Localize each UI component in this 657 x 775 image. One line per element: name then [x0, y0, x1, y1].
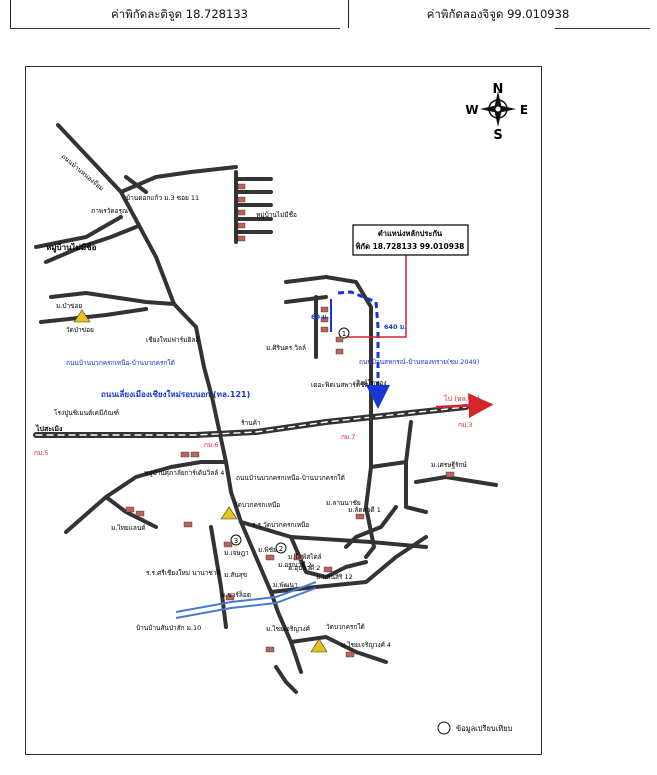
label-m-sansuk: ม.สันสุข [224, 571, 247, 579]
label-ring-road: ถนนเลี่ยงเมืองเชียงใหม่รอบนอก (ทล.121) [101, 388, 250, 399]
distance-labels: 60 ม. 640 ม. [311, 313, 407, 331]
label-km5: กม.5 [34, 449, 48, 457]
label-to-right: ไป (ทล.11) [443, 394, 480, 403]
label-wat-pajaw: วัดป่าข่อย [66, 326, 94, 334]
label-m-land2: ม.ไลฟ์สไตล์ [288, 553, 322, 561]
callout-box: ตำแหน่งหลักประกัน พิกัด 18.728133 99.010… [352, 224, 469, 256]
label-village-top: บ้านดอกแก้ว ม.3 ซอย 11 [126, 194, 199, 202]
callout-coords: พิกัด 18.728133 99.010938 [356, 242, 465, 251]
label-m-pichai: ม.พิชัย [258, 546, 277, 554]
label-school-left: โรงปูนชิเมนต์เคมีภัณฑ์ [54, 409, 119, 417]
label-temple-right: สิงห์โตทอง [356, 379, 387, 387]
place-labels: บ้านดอกแก้ว ม.3 ซอย 11 ภาพรวัดอรุณ หมู่บ… [46, 194, 467, 649]
label-mu-no-name: หมู่บ้านไม่มีชื่อ [256, 210, 297, 219]
canal [175, 581, 317, 619]
label-road-mid: ถนนบ้านบวกครกเหนือ-บ้านบวกครกใต้ [236, 474, 345, 482]
label-m-arun: ม.อรุณวดี 2 [278, 561, 312, 569]
label-cm-hills: เชียงใหม่ฟาร์มฮิลล์ [146, 336, 199, 344]
compass-s-label: S [493, 128, 502, 143]
label-m-surin: ม.แสนสิริ 12 [316, 573, 353, 581]
compass-w-label: W [465, 103, 478, 117]
map-frame: N S E W ตำแหน่งหลักประกัน พิกัด 18.72813… [25, 66, 542, 755]
legend: ข้อมูลเปรียบเทียบ [437, 721, 513, 735]
label-pa-jaw: ม.ป่าข่อย [56, 302, 82, 310]
label-d60: 60 ม. [311, 313, 329, 321]
marker-1: 1 [338, 327, 350, 339]
house-icons [125, 183, 455, 658]
label-m-land: ม.ลัดดาดี 1 [348, 506, 381, 514]
label-sirinnakorn: ม.ศิรินคร วิลล์ [266, 344, 306, 352]
svg-text:2: 2 [279, 545, 283, 553]
label-school-bawkkrok: ร.ร.วัดบวกครกเหนือ [252, 521, 309, 529]
callout-title: ตำแหน่งหลักประกัน [378, 229, 443, 238]
label-mu-suphar: หมู่บ้านศุภาลัยการ์เด้นวิลล์ 4 [144, 469, 224, 477]
label-m-chiang-rueang: ม.ไชยเจริญวงศ์ [266, 625, 311, 633]
label-m-pattana: ม.พัฒนา [273, 581, 298, 589]
svg-text:1: 1 [342, 330, 346, 338]
label-m-jetsada: ม.เจษฎา [224, 549, 249, 557]
right-arrow [435, 393, 494, 419]
label-resort: เดอะฟิตเนสพาร์คชิค [311, 381, 369, 389]
svg-text:3: 3 [234, 537, 238, 545]
label-m-ubon: ม.อุบลวดี 2 [288, 564, 320, 572]
label-m-charoenchai: ม.ลานนาชัย [326, 499, 361, 507]
label-mu-sanpa: บ้านบ้านสันป่าสัก ม.10 [136, 624, 201, 632]
compass-n-label: N [493, 82, 504, 97]
legend-label: ข้อมูลเปรียบเทียบ [456, 724, 513, 733]
compass-e-label: E [520, 103, 528, 117]
header-rule-right [555, 28, 650, 29]
label-m-sankang: ม.ชาร์ล็อต [221, 590, 251, 599]
header-rule-left [10, 28, 340, 29]
label-km6: กม.6 [204, 441, 218, 449]
label-store: ร้านค้า [241, 419, 261, 427]
label-wat-bawkkrok: วัดบวกครกเหนือ [234, 501, 280, 509]
label-road-top: ถนนบ้านบวกครกเหนือ-บ้านบวกครกใต้ [66, 359, 175, 367]
label-road-nongchom: ถนนบ้านหนองจ๊อม [60, 152, 106, 192]
label-to-left: ไปสะเมิง [35, 424, 63, 433]
label-school-cm: ร.ร.ศรีเชียงใหม่ นานาชาติ [146, 569, 221, 577]
label-d640: 640 ม. [384, 323, 407, 331]
longitude-cell: ค่าพิกัดลองจิจูด 99.010938 [426, 7, 570, 21]
label-m-chiang-rueang4: ม.ไชยเจริญวงศ์ 4 [341, 641, 391, 649]
label-mu-no-name2: หมู่บ้านไม่มีชื่อ [46, 241, 97, 253]
label-road-bypass: ถนนบ้านสหกรณ์-บ้านทองทราย(ชม.2049) [359, 358, 479, 366]
callout-line [346, 252, 407, 338]
coordinate-header: ค่าพิกัดละติจูด 18.728133 ค่าพิกัดลองจิจ… [10, 0, 652, 30]
label-temple-top: ภาพรวัดอรุณ [91, 207, 128, 215]
label-m-charoen: ม.เศรษฐีรักษ์ [431, 461, 467, 469]
marker-3: 3 [230, 534, 242, 546]
latitude-cell: ค่าพิกัดละติจูด 18.728133 [10, 0, 349, 28]
temple-icon [73, 309, 328, 653]
map-canvas: N S E W ตำแหน่งหลักประกัน พิกัด 18.72813… [33, 82, 528, 735]
label-km3: กม.3 [458, 421, 472, 429]
label-m-thai-mai: ม.ไทยแลนด์ [111, 524, 146, 532]
km-labels: กม.5 กม.6 กม.7 กม.3 [34, 421, 472, 457]
compass-icon [480, 91, 516, 127]
label-km7: กม.7 [341, 433, 355, 441]
label-wat-bawkkrok-tai: วัดบวกครกใต้ [326, 623, 365, 631]
marker-2: 2 [275, 542, 287, 554]
